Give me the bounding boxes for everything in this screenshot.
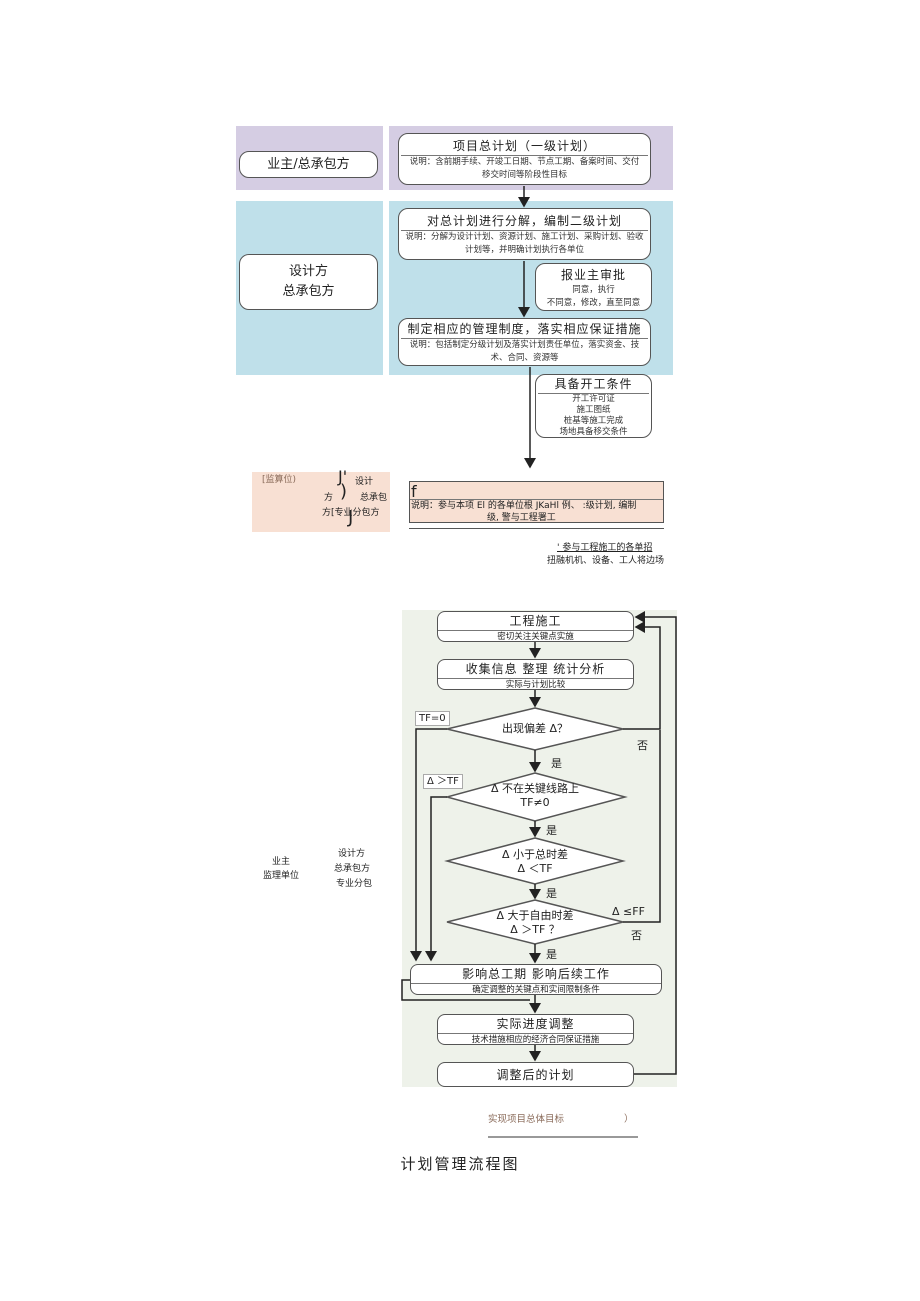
goal-paren: ） [624, 1114, 634, 1125]
goal-label: 实现项目总体目标 [488, 1114, 565, 1125]
final-plan-title: 调整后的计划 [496, 1068, 575, 1082]
construction-sub: 密切关注关键点实施 [497, 632, 574, 642]
master-plan-title: 项目总计划（一级计划） [452, 139, 596, 153]
side-label: 方 [324, 493, 334, 503]
designer-label: 设计方 [338, 849, 366, 859]
branch-tf0 [410, 728, 447, 962]
yes-label-2: 是 [546, 824, 557, 837]
approval-box: 报业主审批 同意，执行 不同意，修改，直至同意 [535, 263, 652, 311]
second-plan-title: 对总计划进行分解，编制二级计划 [426, 214, 622, 228]
no-label-2: 否 [631, 929, 642, 942]
yes-label-4: 是 [546, 948, 557, 961]
condition-item: 桩基等施工完成 [563, 416, 624, 426]
collect-box: 收集信息 整理 统计分析 实际与计划比较 [437, 659, 634, 690]
divider [401, 338, 648, 339]
tag-tf0: TF=0 [415, 711, 450, 726]
master-plan-desc-1: 说明：含前期手续、开竣工日期、节点工期、备案时间、交付 [409, 157, 640, 167]
condition-item: 开工许可证 [572, 394, 615, 404]
collect-sub: 实际与计划比较 [505, 680, 566, 690]
adjust-title: 实际进度调整 [496, 1017, 575, 1031]
divider [438, 678, 633, 679]
divider [438, 630, 633, 631]
design-label: 设计 [355, 477, 374, 487]
d3-label-2: Δ ＜TF [517, 862, 553, 875]
d2-label-2: TF≠0 [520, 796, 550, 809]
band-peach-left [252, 472, 390, 532]
second-plan-desc-1: 说明：分解为设计计划、资源计划、施工计划、采购计划、验收 [405, 232, 644, 242]
collect-title: 收集信息 整理 统计分析 [465, 662, 606, 676]
divider [438, 1033, 633, 1034]
divider [409, 528, 664, 529]
bottom-note-1: ' 参与工程施工的各单招 [557, 543, 653, 553]
loop-le-ff [623, 730, 661, 923]
condition-item: 施工图纸 [576, 405, 611, 415]
glyph-j2: J [348, 507, 354, 528]
divider [538, 393, 649, 394]
approval-title: 报业主审批 [560, 268, 626, 282]
second-plan-desc-2: 计划等，并明确计划执行各单位 [464, 245, 584, 255]
contractor-label: 总承包 [360, 493, 388, 503]
impact-box: 影响总工期 影响后续工作 确定调整的关键点和实间限制条件 [410, 964, 662, 995]
row3-desc-2: 级, 警与工程署工 [487, 513, 556, 523]
d4-label-2: Δ ＞TF ？ [510, 923, 560, 936]
divider [411, 983, 661, 984]
master-plan-box: 项目总计划（一级计划） 说明：含前期手续、开竣工日期、节点工期、备案时间、交付 … [398, 133, 651, 185]
master-plan-desc-2: 移交时间等阶段性目标 [481, 170, 567, 180]
divider [410, 499, 663, 500]
yes-label-3: 是 [546, 887, 557, 900]
impact-title: 影响总工期 影响后续工作 [462, 967, 610, 981]
tag-gt-tf: Δ ＞TF [423, 774, 463, 789]
construction-box: 工程施工 密切关注关键点实施 [437, 611, 634, 642]
glyph-paren: ) [340, 481, 348, 502]
approval-line-1: 同意，执行 [572, 285, 615, 295]
management-desc-2: 术、合同、资源等 [490, 353, 559, 363]
role-designer-contractor: 设计方 总承包方 [239, 254, 378, 310]
role-owner-contractor-label: 业主/总承包方 [267, 156, 350, 172]
yes-label-1: 是 [551, 757, 562, 770]
bottom-note-2: 扭融机机、设备、工人将边场 [547, 556, 665, 566]
glyph-j1: J' [338, 467, 348, 486]
role-contractor-label: 总承包方 [282, 284, 335, 299]
no-label-1: 否 [637, 739, 648, 752]
construction-title: 工程施工 [509, 614, 562, 628]
d2-label-1: Δ 不在关键线路上 [490, 782, 580, 795]
owner-label: 业主 [272, 857, 291, 867]
supervisor-label: 监理单位 [263, 871, 300, 881]
loop-no-d1 [623, 621, 661, 730]
impact-sub: 确定调整的关键点和实间限制条件 [472, 985, 600, 995]
condition-item: 场地具备移交条件 [559, 427, 628, 437]
role-owner-contractor: 业主/总承包方 [239, 151, 378, 178]
role-designer-label: 设计方 [288, 264, 328, 279]
branch-gt-tf [425, 796, 447, 962]
caption: 计划管理流程图 [400, 1155, 520, 1173]
final-plan-box: 调整后的计划 [437, 1062, 634, 1087]
supervision-label: [监算位) [262, 475, 297, 485]
adjust-box: 实际进度调整 技术措施相应的经济合同保证措施 [437, 1014, 634, 1045]
approval-line-2: 不同意，修改，直至同意 [546, 298, 641, 308]
management-box: 制定相应的管理制度，落实相应保证措施 说明：包括制定分级计划及落实计划责任单位，… [398, 318, 651, 366]
second-plan-box: 对总计划进行分解，编制二级计划 说明：分解为设计计划、资源计划、施工计划、采购计… [398, 208, 651, 260]
general-contractor-label: 总承包方 [334, 864, 371, 874]
d4-label-1: Δ 大于自由时差 [496, 909, 574, 922]
management-title: 制定相应的管理制度，落实相应保证措施 [407, 322, 642, 336]
section1-arrows [518, 186, 536, 469]
glyph-f: f [411, 482, 417, 501]
row3-desc-1: 说明：参与本项 El 的各单位根 JKaHl 例、 :级计划, 编制 [411, 501, 637, 511]
band-peach-right [409, 481, 664, 523]
conditions-title: 具备开工条件 [554, 377, 633, 391]
d3-label-1: Δ 小于总时差 [501, 848, 569, 861]
management-desc-1: 说明：包括制定分级计划及落实计划责任单位，落实资金、技 [409, 340, 640, 350]
divider [401, 155, 648, 156]
subcontractor-label: 方[专业分包方 [322, 508, 380, 518]
subcontractor-label: 专业分包 [336, 879, 373, 889]
loop-final [634, 611, 677, 1075]
d1-label: 出现偏差 Δ？ [501, 722, 569, 735]
tag-le-ff: Δ ≤FF [612, 905, 645, 918]
adjust-sub: 技术措施相应的经济合同保证措施 [471, 1035, 600, 1045]
conditions-box: 具备开工条件 开工许可证 施工图纸 桩基等施工完成 场地具备移交条件 [535, 374, 652, 438]
divider [401, 230, 648, 231]
